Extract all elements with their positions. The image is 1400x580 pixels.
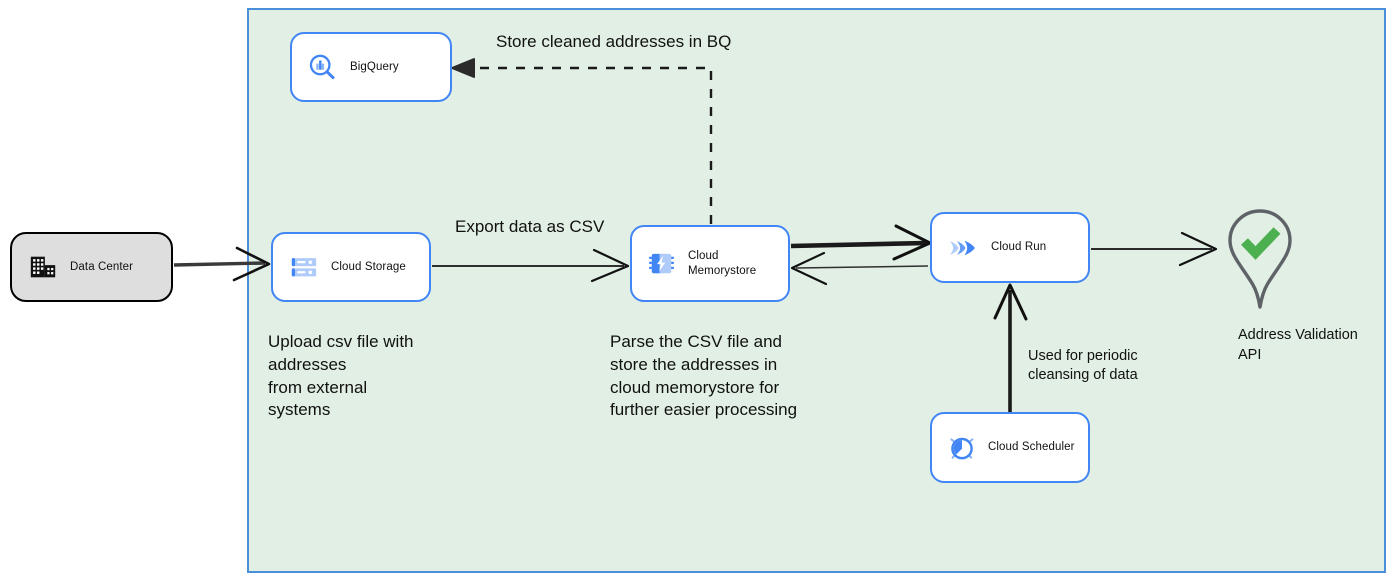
google-cloud-boundary bbox=[247, 8, 1386, 573]
edge-label-export-csv: Export data as CSV bbox=[455, 217, 605, 236]
bigquery-icon bbox=[306, 51, 338, 83]
cloud-scheduler-icon bbox=[946, 432, 978, 464]
note-upload-csv: Upload csv file with addresses from exte… bbox=[268, 332, 414, 420]
node-label: Cloud Scheduler bbox=[988, 441, 1075, 454]
node-cloud-storage[interactable]: Cloud Storage bbox=[271, 232, 431, 302]
node-label: Cloud Memorystore bbox=[688, 250, 757, 277]
node-cloud-scheduler[interactable]: Cloud Scheduler bbox=[930, 412, 1090, 483]
node-cloud-memorystore[interactable]: Cloud Memorystore bbox=[630, 225, 790, 302]
cloud-storage-icon bbox=[289, 252, 319, 282]
node-bigquery[interactable]: BigQuery bbox=[290, 32, 452, 102]
node-label: Data Center bbox=[70, 260, 134, 273]
cloud-memorystore-icon bbox=[646, 248, 677, 279]
node-data-center[interactable]: Data Center bbox=[10, 232, 173, 302]
node-label: BigQuery bbox=[350, 60, 399, 73]
edge-label-store-cleaned-bq: Store cleaned addresses in BQ bbox=[496, 32, 732, 51]
note-scheduler: Used for periodic cleansing of data bbox=[1028, 348, 1138, 384]
note-parse-csv: Parse the CSV file and store the address… bbox=[610, 332, 798, 420]
data-center-icon bbox=[28, 252, 58, 282]
node-label: Cloud Run bbox=[991, 241, 1047, 254]
address-validation-api[interactable] bbox=[1222, 208, 1298, 312]
address-validation-api-label: Address Validation API bbox=[1238, 327, 1358, 363]
cloud-run-icon bbox=[948, 232, 980, 264]
node-label: Cloud Storage bbox=[331, 260, 406, 273]
node-cloud-run[interactable]: Cloud Run bbox=[930, 212, 1090, 283]
map-pin-check-icon bbox=[1228, 209, 1292, 309]
